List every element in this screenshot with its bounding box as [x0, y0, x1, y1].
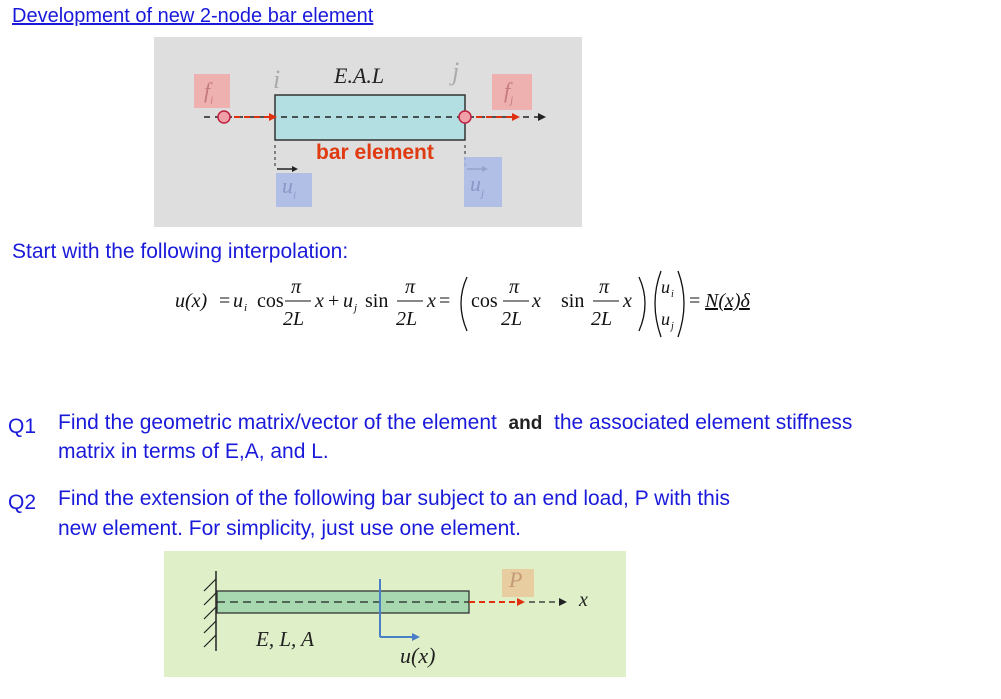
eq-2l-3: 2L: [501, 308, 522, 330]
material-props-label: E, L, A: [256, 627, 314, 651]
bar-element-drawing: [204, 94, 546, 172]
disp-j-box: [464, 157, 502, 207]
page-title[interactable]: Development of new 2-node bar element: [12, 5, 374, 27]
eq-sign-3: =: [689, 290, 700, 312]
x-axis-label: x: [579, 589, 588, 611]
property-label: E.A.L: [334, 63, 385, 88]
eq-vec-uj-sub: j: [669, 321, 674, 332]
eq-cos-1: cos: [257, 290, 284, 312]
node-i-circle: [217, 110, 231, 124]
q2-line-2: new element. For simplicity, just use on…: [58, 517, 521, 540]
eq-sin-1: sin: [365, 290, 388, 312]
eq-pi-4: π: [599, 276, 610, 298]
force-i-label: fi: [204, 78, 214, 107]
eq-lhs: u(x): [175, 290, 208, 312]
eq-vec-uj: u: [661, 309, 670, 329]
eq-sign-2: =: [439, 290, 450, 312]
eq-sin-2: sin: [561, 290, 584, 312]
node-j-label: j: [452, 57, 460, 86]
eq-pi-1: π: [291, 276, 302, 298]
load-box: [502, 569, 534, 597]
cantilever-bar-diagram: P x E, L, A u(x): [164, 551, 626, 677]
eq-vec-ui: u: [661, 277, 670, 297]
q1-line-1: Find the geometric matrix/vector of the …: [58, 411, 853, 434]
disp-i-box: [276, 173, 312, 207]
load-label: P: [509, 567, 523, 592]
q2-number: Q2: [8, 491, 37, 514]
eq-ui-sub: i: [244, 302, 247, 314]
eq-uj-sub: j: [352, 302, 357, 314]
eq-x-4: x: [622, 290, 632, 312]
eq-plus: +: [328, 290, 339, 312]
eq-uj: u: [343, 290, 353, 312]
force-j-label: fj: [504, 78, 514, 107]
force-j-box: [492, 74, 532, 110]
wall-hatching: [203, 578, 217, 648]
eq-rhs: N(x)δ: [704, 290, 751, 312]
node-j-circle: [458, 110, 472, 124]
interpolation-equation: u(x) = u i cos π 2L x + u j sin π 2L x =…: [175, 270, 751, 338]
eq-cos-2: cos: [471, 290, 498, 312]
eq-2l-4: 2L: [591, 308, 612, 330]
eq-x-3: x: [531, 290, 541, 312]
eq-pi-2: π: [405, 276, 416, 298]
intro-text: Start with the following interpolation:: [12, 240, 349, 263]
node-i-label: i: [273, 65, 281, 94]
eq-x-1: x: [314, 290, 324, 312]
eq-2l-1: 2L: [283, 308, 304, 330]
bar-element-diagram: fi fj i j E.A.L bar element ui uj: [154, 37, 582, 227]
q1-line-2: matrix in terms of E,A, and L.: [58, 440, 329, 463]
disp-i-label: ui: [282, 173, 297, 202]
cantilever-drawing: [203, 569, 567, 651]
eq-sign-1: =: [219, 290, 230, 312]
q1-number: Q1: [8, 415, 37, 438]
force-i-box: [194, 74, 230, 108]
bar-element-label: bar element: [316, 141, 434, 164]
eq-pi-3: π: [509, 276, 520, 298]
eq-2l-2: 2L: [396, 308, 417, 330]
disp-j-label: uj: [470, 171, 485, 200]
q2-line-1: Find the extension of the following bar …: [58, 487, 731, 510]
displacement-label: u(x): [400, 643, 436, 668]
eq-x-2: x: [426, 290, 436, 312]
eq-vec-ui-sub: i: [671, 289, 674, 300]
eq-ui: u: [233, 290, 243, 312]
